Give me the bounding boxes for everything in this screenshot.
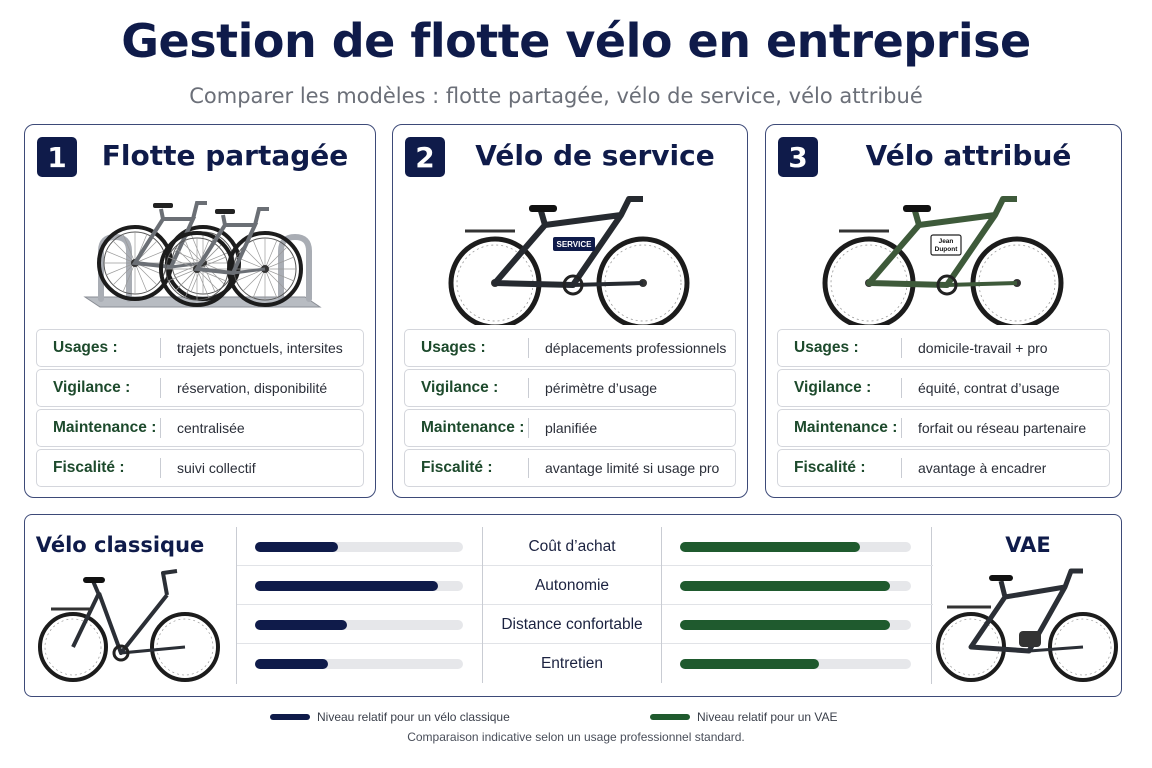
- row-key: Usages :: [37, 338, 161, 358]
- legend-label: Niveau relatif pour un VAE: [697, 710, 838, 724]
- row-key: Usages :: [778, 338, 902, 358]
- vae-bar-fill: [680, 659, 819, 669]
- card-number-badge: 2: [405, 137, 445, 177]
- row-value: avantage limité si usage pro: [545, 460, 720, 476]
- row-fiscalite: Fiscalité : avantage limité si usage pro: [404, 449, 736, 487]
- classic-bar-track: [255, 542, 463, 552]
- vae-bike-illustration: [935, 565, 1119, 690]
- classic-bar-track: [255, 620, 463, 630]
- row-fiscalite: Fiscalité : avantage à encadrer: [777, 449, 1110, 487]
- vae-bar-fill: [680, 542, 861, 552]
- classic-bar-fill: [255, 542, 339, 552]
- legend-vae: Niveau relatif pour un VAE: [650, 709, 838, 725]
- criterion-row: Autonomie: [237, 566, 933, 605]
- row-value: centralisée: [177, 420, 245, 436]
- row-key: Vigilance :: [778, 378, 902, 398]
- criterion-row: Coût d’achat: [237, 527, 933, 566]
- row-key: Maintenance :: [405, 418, 529, 438]
- service-tag-text: SERVICE: [557, 240, 593, 249]
- card-number-badge: 3: [778, 137, 818, 177]
- shared-bikes-illustration: [25, 189, 375, 325]
- criterion-row: Distance confortable: [237, 605, 933, 644]
- name-tag-line1: Jean: [938, 238, 953, 245]
- row-key: Maintenance :: [37, 418, 161, 438]
- card-velo-de-service: 2 Vélo de service SERVICE Usages : dépla…: [392, 124, 748, 498]
- classic-bike-title: Vélo classique: [35, 533, 205, 557]
- criterion-row: Entretien: [237, 644, 933, 683]
- row-value: forfait ou réseau partenaire: [918, 420, 1087, 436]
- vae-bar-fill: [680, 581, 891, 591]
- vae-bar-track: [680, 620, 911, 630]
- card-info-rows: Usages : trajets ponctuels, intersites V…: [36, 329, 364, 489]
- row-vigilance: Vigilance : réservation, disponibilité: [36, 369, 364, 407]
- row-maintenance: Maintenance : centralisée: [36, 409, 364, 447]
- criterion-label: Autonomie: [482, 566, 662, 605]
- card-title: Flotte partagée: [101, 139, 349, 172]
- footnote: Comparaison indicative selon un usage pr…: [407, 730, 745, 744]
- row-fiscalite: Fiscalité : suivi collectif: [36, 449, 364, 487]
- row-vigilance: Vigilance : périmètre d’usage: [404, 369, 736, 407]
- vae-bar-track: [680, 542, 911, 552]
- row-key: Fiscalité :: [37, 458, 161, 478]
- criterion-label: Distance confortable: [482, 605, 662, 644]
- classic-bike-illustration: [37, 565, 221, 690]
- legend-classic: Niveau relatif pour un vélo classique: [270, 709, 510, 725]
- card-info-rows: Usages : domicile-travail + pro Vigilanc…: [777, 329, 1110, 489]
- service-bike-illustration: SERVICE: [393, 189, 747, 325]
- classic-bar-track: [255, 581, 463, 591]
- card-velo-attribue: 3 Vélo attribué Jean Dupont Usages :: [765, 124, 1122, 498]
- card-title: Vélo de service: [475, 139, 715, 172]
- classic-bar-track: [255, 659, 463, 669]
- row-key: Vigilance :: [37, 378, 161, 398]
- row-usages: Usages : déplacements professionnels: [404, 329, 736, 367]
- divider: [931, 527, 932, 684]
- row-key: Maintenance :: [778, 418, 902, 438]
- classic-bar-fill: [255, 581, 439, 591]
- row-value: avantage à encadrer: [918, 460, 1047, 476]
- card-flotte-partagee: 1 Flotte partagée: [24, 124, 376, 498]
- row-key: Fiscalité :: [405, 458, 529, 478]
- classic-bar-fill: [255, 659, 328, 669]
- row-maintenance: Maintenance : planifiée: [404, 409, 736, 447]
- vae-bar-track: [680, 659, 911, 669]
- legend-label: Niveau relatif pour un vélo classique: [317, 710, 510, 724]
- page-subtitle: Comparer les modèles : flotte partagée, …: [189, 84, 923, 108]
- name-tag-line2: Dupont: [934, 246, 958, 253]
- criterion-label: Coût d’achat: [482, 527, 662, 566]
- page-title: Gestion de flotte vélo en entreprise: [121, 14, 1031, 68]
- row-value: domicile-travail + pro: [918, 340, 1048, 356]
- row-value: équité, contrat d’usage: [918, 380, 1060, 396]
- criterion-label: Entretien: [482, 644, 662, 683]
- card-title: Vélo attribué: [865, 139, 1072, 172]
- vae-bar-fill: [680, 620, 891, 630]
- row-key: Usages :: [405, 338, 529, 358]
- row-maintenance: Maintenance : forfait ou réseau partenai…: [777, 409, 1110, 447]
- row-key: Vigilance :: [405, 378, 529, 398]
- assigned-bike-illustration: Jean Dupont: [766, 189, 1121, 325]
- card-number-badge: 1: [37, 137, 77, 177]
- row-value: périmètre d’usage: [545, 380, 658, 396]
- classic-bar-fill: [255, 620, 347, 630]
- row-value: déplacements professionnels: [545, 340, 727, 356]
- row-key: Fiscalité :: [778, 458, 902, 478]
- legend-swatch-classic: [270, 714, 310, 720]
- row-value: trajets ponctuels, intersites: [177, 340, 343, 356]
- row-value: suivi collectif: [177, 460, 256, 476]
- comparison-panel: Vélo classique Coût d’achat Autonomie Di…: [24, 514, 1122, 697]
- legend-swatch-vae: [650, 714, 690, 720]
- vae-bar-track: [680, 581, 911, 591]
- row-vigilance: Vigilance : équité, contrat d’usage: [777, 369, 1110, 407]
- row-usages: Usages : domicile-travail + pro: [777, 329, 1110, 367]
- row-value: planifiée: [545, 420, 598, 436]
- vae-title: VAE: [1005, 533, 1051, 557]
- row-value: réservation, disponibilité: [177, 380, 328, 396]
- card-info-rows: Usages : déplacements professionnels Vig…: [404, 329, 736, 489]
- row-usages: Usages : trajets ponctuels, intersites: [36, 329, 364, 367]
- divider: [236, 527, 237, 684]
